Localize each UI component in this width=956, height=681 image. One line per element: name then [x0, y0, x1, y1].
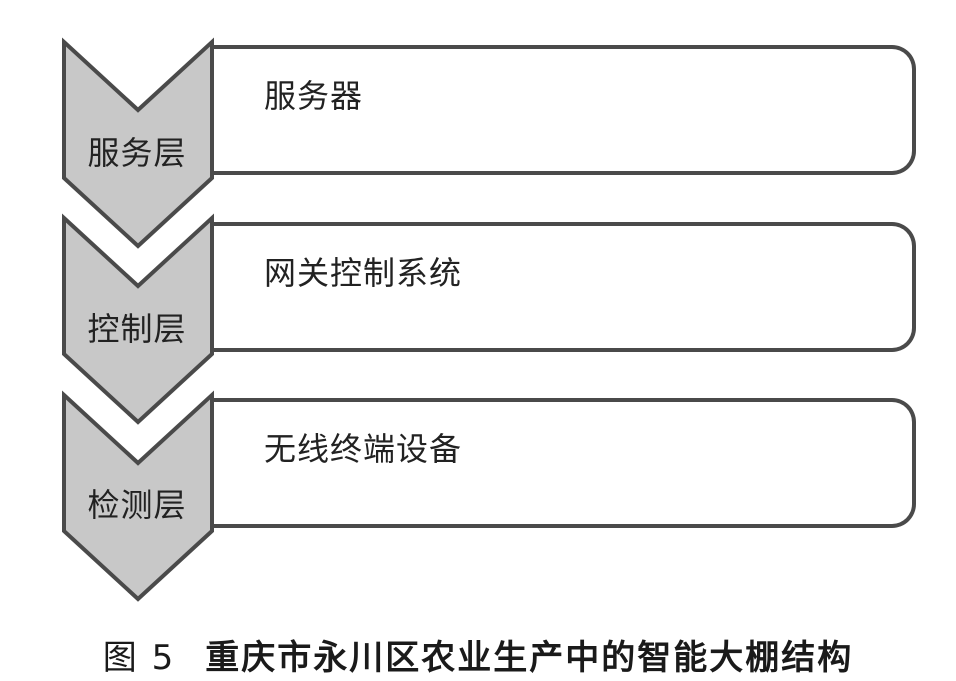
layer-label-detection: 检测层: [87, 486, 187, 524]
chevron-arrow-detection: [62, 390, 214, 602]
layer-content-detection: 无线终端设备: [264, 430, 463, 468]
figure-number: 图 5: [102, 638, 176, 678]
layer-box-control: 网关控制系统: [208, 222, 916, 352]
chevron-arrow-service: [62, 37, 214, 249]
figure-caption: 图 5 重庆市永川区农业生产中的智能大棚结构: [0, 630, 956, 679]
layer-label-service: 服务层: [87, 134, 187, 172]
layer-label-control: 控制层: [87, 310, 187, 348]
figure-title: 重庆市永川区农业生产中的智能大棚结构: [205, 638, 854, 678]
layer-box-service: 服务器: [208, 45, 916, 175]
layer-content-control: 网关控制系统: [264, 254, 463, 292]
layer-content-service: 服务器: [264, 77, 364, 115]
layer-box-detection: 无线终端设备: [208, 398, 916, 528]
chevron-arrow-control: [62, 213, 214, 425]
layer-diagram: 服务器 服务层 网关控制系统 控制层 无线终端设备 检测层: [62, 37, 916, 602]
